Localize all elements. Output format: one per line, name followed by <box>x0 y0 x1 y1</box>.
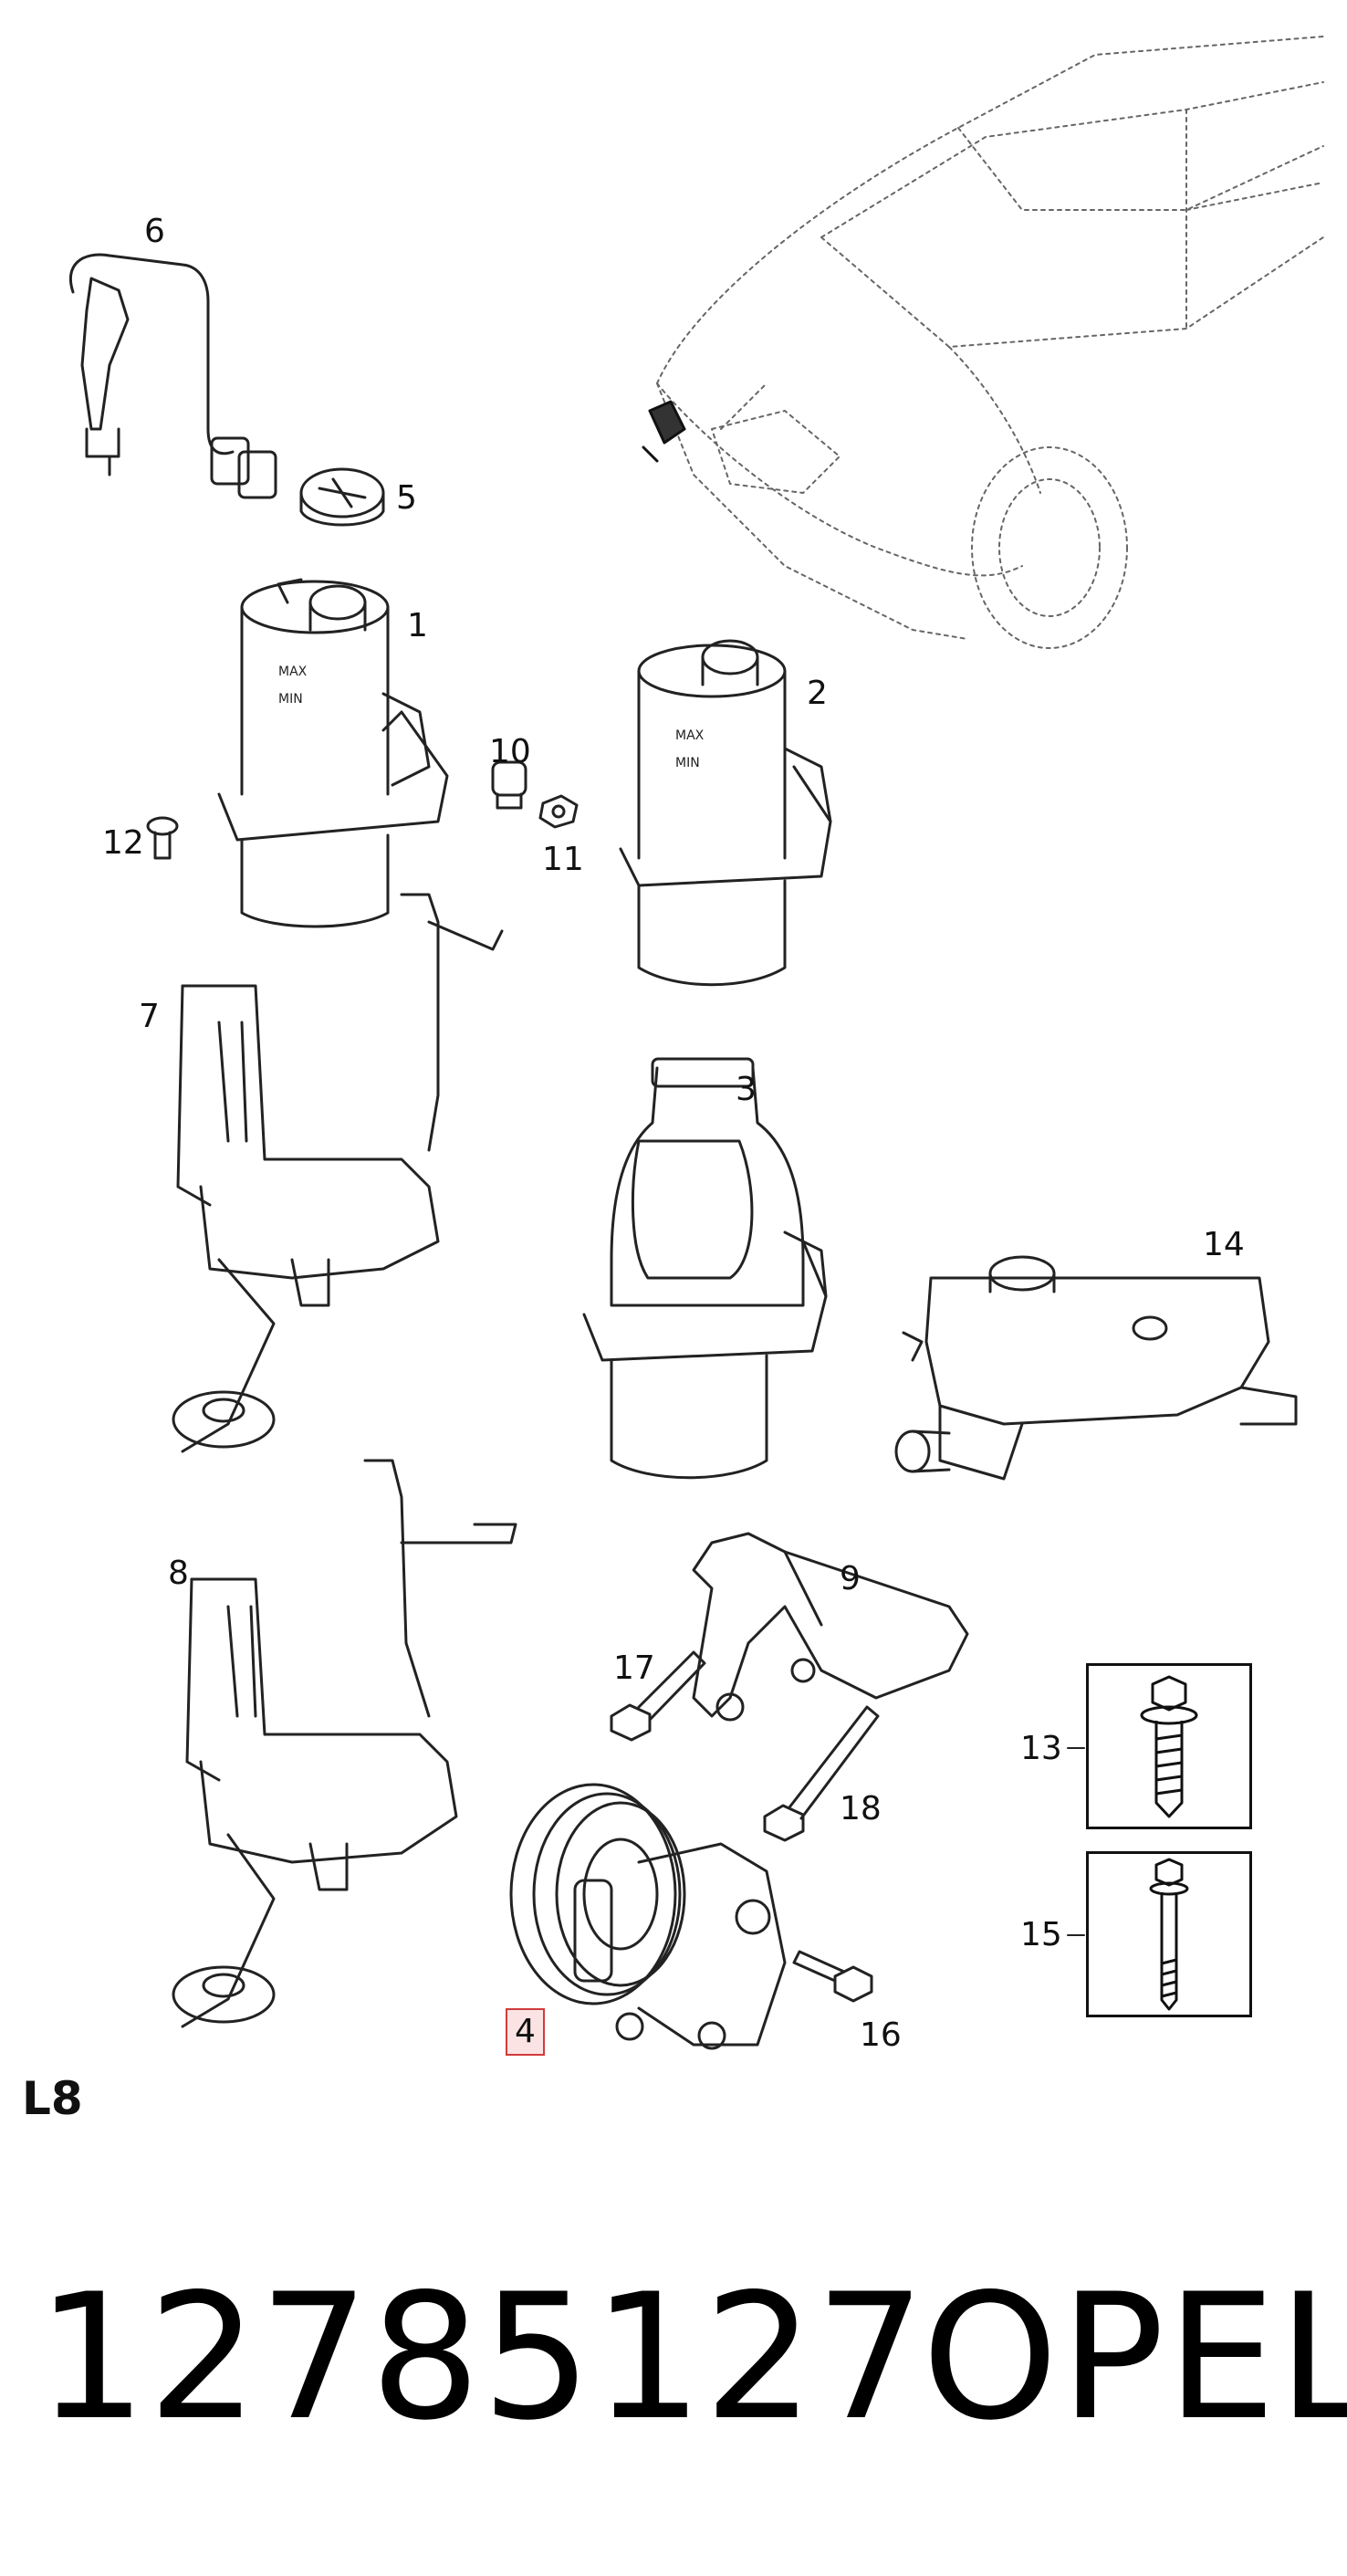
leader-lines <box>1067 1747 1085 1936</box>
bolt-17 <box>610 1650 706 1742</box>
bolt-16 <box>792 1950 873 2003</box>
detail-box-15 <box>1086 1851 1252 2017</box>
callout-5: 5 <box>396 479 417 517</box>
callout-6: 6 <box>144 213 165 250</box>
callout-2: 2 <box>807 675 828 712</box>
pump-unit-3 <box>582 1057 828 1480</box>
detail-box-13 <box>1086 1663 1252 1829</box>
rubber-mount-10 <box>491 760 527 810</box>
part-number: 12785127 <box>37 2257 927 2458</box>
callout-12: 12 <box>102 824 144 862</box>
callout-16: 16 <box>860 2016 902 2054</box>
callout-8: 8 <box>168 1555 189 1592</box>
level-sensor-cable <box>68 253 277 499</box>
long-bolt-icon <box>1149 1858 1189 2011</box>
section-label: L8 <box>22 2072 83 2125</box>
parts-diagram: MAX MIN MAX MIN <box>68 36 1324 2050</box>
callout-11: 11 <box>542 841 584 878</box>
callout-13: 13 <box>1020 1730 1062 1767</box>
callout-10: 10 <box>489 733 531 770</box>
screw-12 <box>146 816 179 860</box>
svg-text:MIN: MIN <box>278 692 303 707</box>
callout-1: 1 <box>407 607 428 644</box>
callout-7: 7 <box>139 998 160 1035</box>
steering-pump-4 <box>509 1783 787 2050</box>
bracket-7 <box>172 893 504 1453</box>
mount-bracket-9 <box>692 1532 969 1722</box>
vehicle-outline <box>656 36 1324 649</box>
bracket-8 <box>172 1459 517 2028</box>
nut-11 <box>538 794 579 829</box>
svg-text:MAX: MAX <box>278 665 308 679</box>
pump-location-marker <box>642 400 686 463</box>
flange-bolt-icon <box>1140 1675 1198 1818</box>
callout-15: 15 <box>1020 1916 1062 1953</box>
pump-unit-1: MAX MIN <box>217 578 449 928</box>
callout-14: 14 <box>1203 1226 1245 1263</box>
reservoir-cap <box>299 467 385 527</box>
svg-text:MAX: MAX <box>675 728 705 743</box>
bolt-18 <box>763 1705 880 1842</box>
reservoir-tank-14 <box>894 1255 1298 1481</box>
callout-3: 3 <box>736 1071 757 1108</box>
callout-4-highlighted: 4 <box>506 2008 545 2056</box>
svg-text:MIN: MIN <box>675 756 700 770</box>
brand-name: OPEL <box>922 2257 1347 2458</box>
callout-9: 9 <box>840 1560 861 1597</box>
pump-unit-2: MAX MIN <box>619 639 832 987</box>
callout-18: 18 <box>840 1790 882 1827</box>
callout-17: 17 <box>613 1649 655 1687</box>
